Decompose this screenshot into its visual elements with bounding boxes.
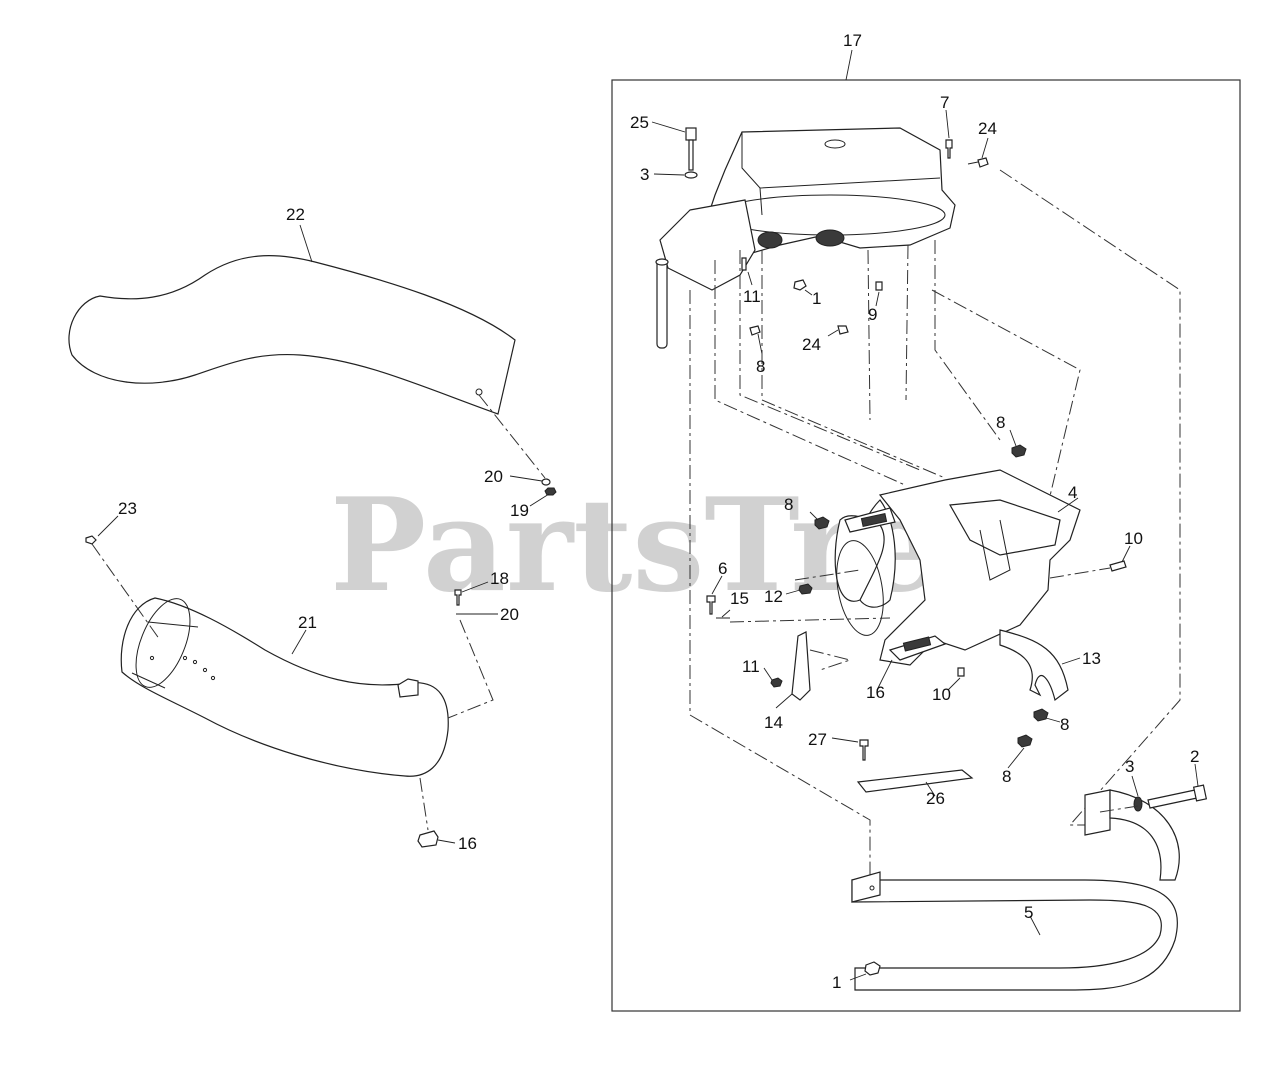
callout-9: 9 xyxy=(868,305,877,324)
part-18-screw[interactable] xyxy=(454,589,462,606)
part-8-nut-top[interactable] xyxy=(749,325,761,336)
part-10-screw-lower[interactable] xyxy=(957,667,965,677)
callout-1: 1 xyxy=(832,973,841,992)
part-24-screw-mid[interactable] xyxy=(837,325,849,335)
callout-8: 8 xyxy=(1060,715,1069,734)
assembly-frame xyxy=(611,79,1241,1012)
callout-3: 3 xyxy=(640,165,649,184)
part-22-upper-chute[interactable] xyxy=(68,255,516,415)
callout-4: 4 xyxy=(1068,483,1077,502)
part-8-nut-upper[interactable] xyxy=(1011,444,1027,458)
callout-19: 19 xyxy=(510,501,529,520)
part-8-nut-lower[interactable] xyxy=(1017,734,1033,748)
part-26-strip[interactable] xyxy=(856,769,974,793)
part-13-deflector[interactable] xyxy=(999,629,1069,702)
part-5-handle[interactable] xyxy=(851,879,1178,991)
callout-20: 20 xyxy=(484,467,503,486)
callout-2: 2 xyxy=(1190,747,1199,766)
callout-5: 5 xyxy=(1024,903,1033,922)
part-10-screw-upper[interactable] xyxy=(1109,560,1127,572)
callout-16: 16 xyxy=(866,683,885,702)
mounting-bracket[interactable] xyxy=(659,199,756,291)
callout-7: 7 xyxy=(940,93,949,112)
part-19-nut[interactable] xyxy=(544,487,557,496)
part-23-bolt[interactable] xyxy=(85,535,97,545)
part-12-nut[interactable] xyxy=(798,583,813,595)
callout-23: 23 xyxy=(118,499,137,518)
callout-12: 12 xyxy=(764,587,783,606)
callout-10: 10 xyxy=(932,685,951,704)
callout-21: 21 xyxy=(298,613,317,632)
part-2-bolt[interactable] xyxy=(1147,789,1198,809)
callout-16: 16 xyxy=(458,834,477,853)
part-25-bolt-shank[interactable] xyxy=(688,139,694,171)
part-24-screw-top[interactable] xyxy=(977,157,989,168)
part-3-washer-top[interactable] xyxy=(684,171,698,179)
part-7-screw[interactable] xyxy=(945,139,953,159)
callout-22: 22 xyxy=(286,205,305,224)
callout-1: 1 xyxy=(812,289,821,308)
callout-3: 3 xyxy=(1125,757,1134,776)
callout-10: 10 xyxy=(1124,529,1143,548)
callout-25: 25 xyxy=(630,113,649,132)
callout-8: 8 xyxy=(1002,767,1011,786)
callout-15: 15 xyxy=(730,589,749,608)
part-11-screw-top[interactable] xyxy=(741,257,747,271)
part-21-lower-chute[interactable] xyxy=(120,597,449,777)
callout-20: 20 xyxy=(500,605,519,624)
part-9-bolt[interactable] xyxy=(875,281,883,291)
part-11-nut-lower[interactable] xyxy=(770,677,783,688)
callout-18: 18 xyxy=(490,569,509,588)
part-8-nut-lower-right[interactable] xyxy=(1033,708,1049,722)
callout-24: 24 xyxy=(802,335,821,354)
callout-6: 6 xyxy=(718,559,727,578)
callout-11: 11 xyxy=(743,287,761,306)
mounting-post[interactable] xyxy=(656,259,668,349)
callout-8: 8 xyxy=(756,357,765,376)
part-3-washer-right[interactable] xyxy=(1133,796,1143,812)
part-25-bolt-head[interactable] xyxy=(685,127,697,141)
callout-14: 14 xyxy=(764,713,783,732)
callout-17: 17 xyxy=(843,31,862,50)
part-8-nut-left[interactable] xyxy=(814,516,830,530)
part-14-plate[interactable] xyxy=(791,631,811,701)
callout-11: 11 xyxy=(742,657,760,676)
part-1-nut-top[interactable] xyxy=(793,279,807,291)
callout-26: 26 xyxy=(926,789,945,808)
part-21-bracket[interactable] xyxy=(397,678,419,698)
part-6-bolt[interactable] xyxy=(706,595,716,615)
callout-8: 8 xyxy=(784,495,793,514)
part-5-handle-end[interactable] xyxy=(1084,789,1111,836)
part-1-nut-lower[interactable] xyxy=(864,961,881,976)
callout-24: 24 xyxy=(978,119,997,138)
callout-13: 13 xyxy=(1082,649,1101,668)
part-20-washer[interactable] xyxy=(541,478,551,486)
callout-8: 8 xyxy=(996,413,1005,432)
part-27-screw[interactable] xyxy=(859,739,869,761)
callout-27: 27 xyxy=(808,730,827,749)
part-16-clip[interactable] xyxy=(417,830,439,848)
